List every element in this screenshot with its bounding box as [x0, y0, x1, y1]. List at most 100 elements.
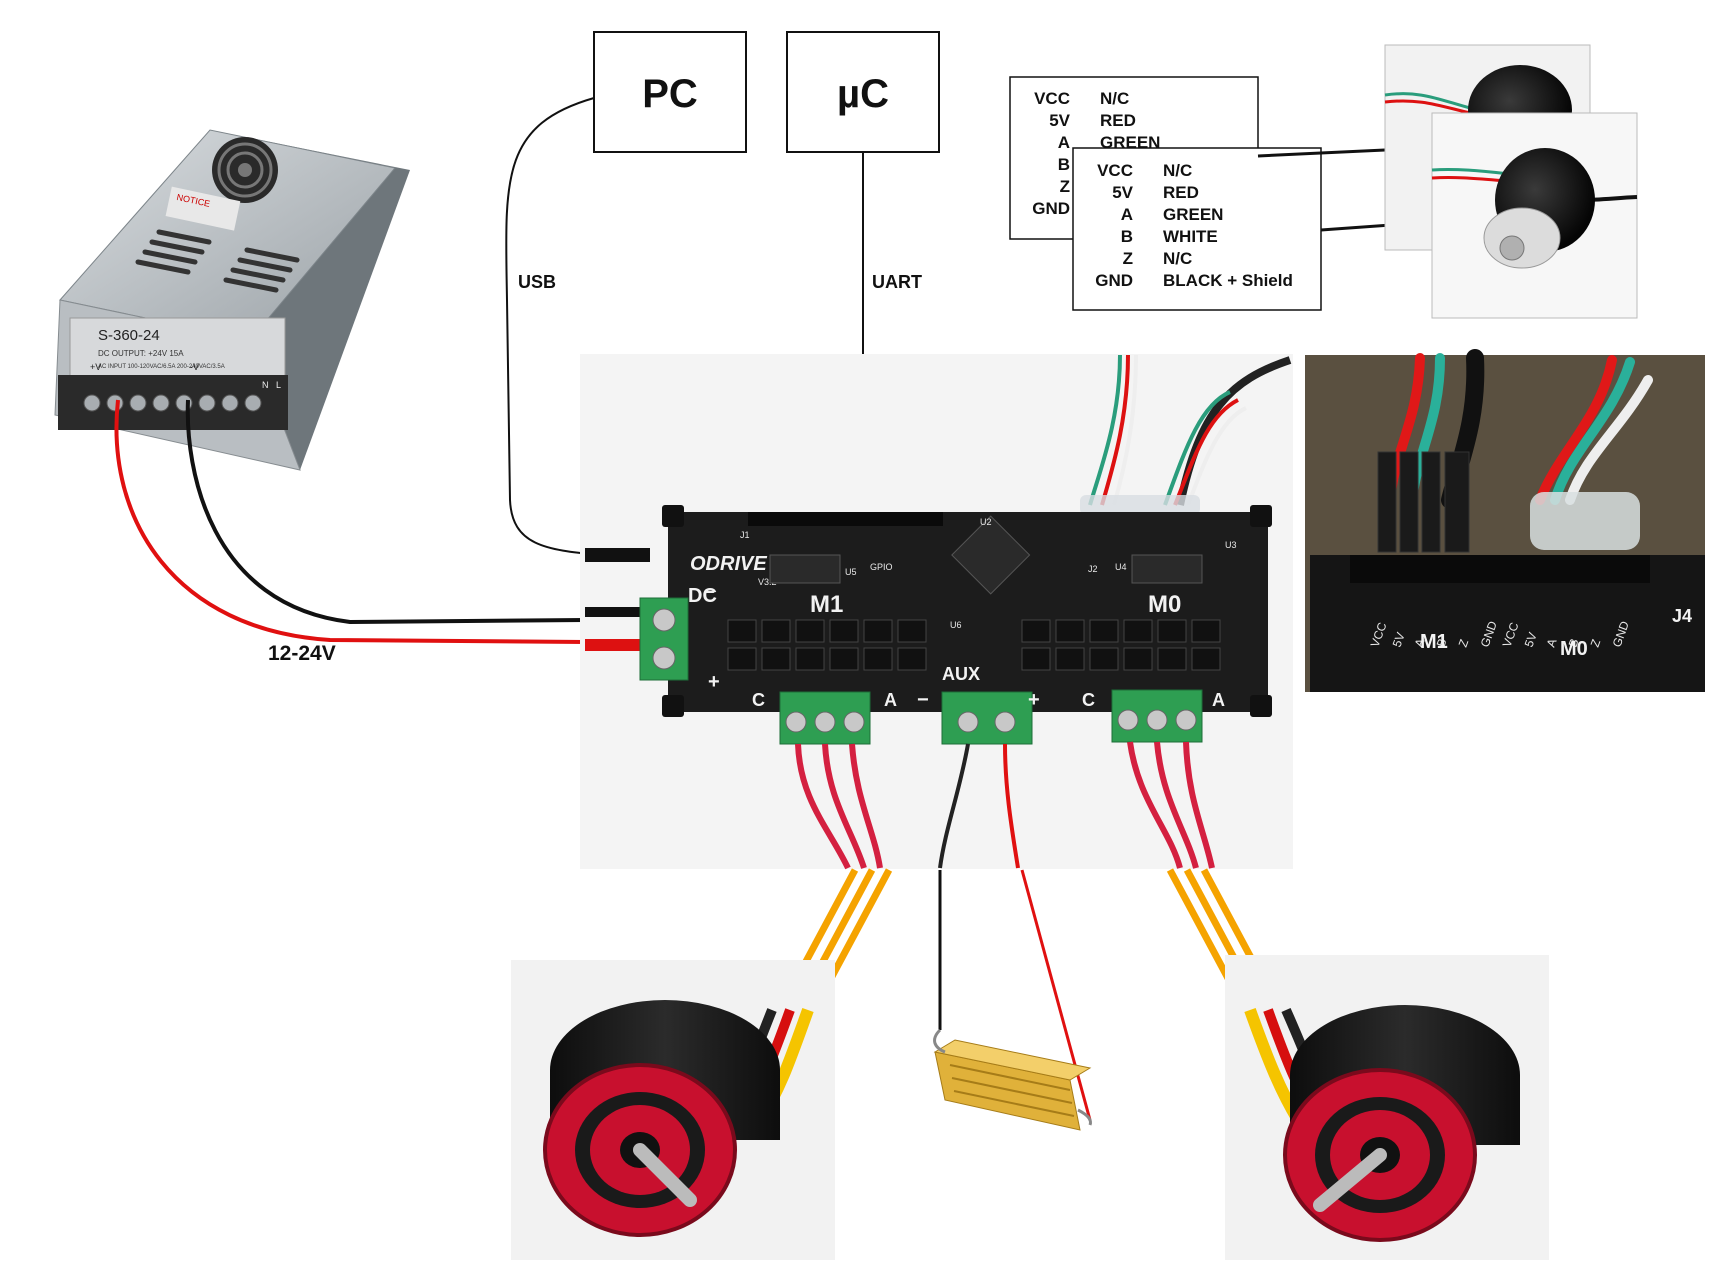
u4-silk: U4	[1115, 562, 1127, 572]
closeup-hot-glue	[1530, 492, 1640, 550]
psu-input-text: AC INPUT 100-120VAC/6.5A 200-240VAC/3.5A	[98, 364, 225, 370]
resistor-fin	[953, 1090, 1075, 1117]
psu-l-terminal: L	[276, 380, 281, 390]
dc-plus-silk: +	[708, 671, 720, 693]
closeup-pin-label: Z	[1456, 637, 1472, 649]
table-back-wire: RED	[1100, 111, 1136, 130]
motor-leads-photo	[795, 741, 1215, 870]
table-front-wire: RED	[1163, 183, 1199, 202]
table-back-pin: GND	[1032, 199, 1070, 218]
psu-minus-v: -V	[190, 362, 199, 372]
aux-black-lead-photo	[938, 743, 970, 869]
table-front-pin: GND	[1095, 271, 1133, 290]
aux-terminal	[941, 691, 1033, 745]
psu-notice-sticker	[165, 186, 241, 231]
m1-phase-terminal	[779, 691, 871, 745]
table-back-wire: N/C	[1100, 89, 1129, 108]
power-supply: NOTICE S-360-24 DC OUTPUT: +24V 15A AC I…	[54, 129, 410, 471]
closeup-header	[1350, 555, 1650, 583]
encoder-table-front: VCC N/C 5V RED A GREEN B WHITE Z N/C GND…	[1072, 147, 1322, 311]
encoder-back-wire-red	[1384, 99, 1471, 115]
brushless-motor-icon	[543, 1000, 780, 1237]
encoder-mount-plate	[1483, 207, 1561, 269]
psu-vents	[135, 229, 300, 293]
m0-phase-terminal	[1111, 689, 1203, 743]
aux-minus-silk: −	[917, 689, 929, 711]
encoder-table-front-box	[1072, 147, 1322, 311]
u6-silk: U6	[950, 620, 962, 630]
table-back-pin: 5V	[1049, 111, 1070, 130]
m0-phase-c: C	[1082, 690, 1095, 710]
odrive-board-photo: GPIO J1 ODRIVE V3.2 M1 M0 DC AUX U5 U4 U…	[580, 354, 1293, 870]
aux-red-lead-photo	[1003, 743, 1020, 869]
u2-silk: U2	[980, 517, 992, 527]
closeup-dupont-plugs	[1377, 451, 1470, 553]
resistor-top	[933, 1039, 1092, 1081]
u4-chip	[1131, 554, 1203, 584]
aux-red-wire	[1020, 869, 1092, 1121]
table-front-wire: GREEN	[1163, 205, 1223, 224]
psu-label-plate	[69, 317, 286, 377]
brake-resistor-icon	[933, 1028, 1092, 1131]
odrive-version-text: V3.2	[758, 577, 777, 587]
table-front-pin: B	[1121, 227, 1133, 246]
power-wire-positive	[114, 399, 586, 644]
pc-block: PC	[593, 31, 747, 153]
m0-phase-a: A	[1212, 690, 1225, 710]
table-front-wire: WHITE	[1163, 227, 1218, 246]
table-front-wire: N/C	[1163, 161, 1192, 180]
aux-silk: AUX	[942, 664, 980, 684]
table-back-pin: B	[1058, 155, 1070, 174]
m0-motor-photo	[1225, 955, 1549, 1260]
uc-box	[786, 31, 940, 153]
table-front-pin: 5V	[1112, 183, 1133, 202]
table-front-wire: N/C	[1163, 249, 1192, 268]
closeup-pin-label: 5V	[1390, 630, 1408, 649]
resistor-fin	[951, 1077, 1073, 1104]
encoder-back-connector-line	[1257, 148, 1386, 158]
m1-silk: M1	[810, 591, 843, 618]
closeup-photo: VCC 5V A B Z GND VCC 5V A B Z GND M1 M0 …	[1305, 349, 1705, 692]
u3-silk: U3	[1225, 540, 1237, 550]
psu-plus-v: +V	[90, 362, 101, 372]
m1-phase-c: C	[752, 690, 765, 710]
closeup-m0-label: M0	[1560, 638, 1588, 660]
m1-motor-photo	[511, 960, 835, 1260]
hot-glue-blob	[1080, 495, 1200, 515]
encoder-back-wire-green	[1384, 92, 1471, 110]
usb-cable	[505, 97, 601, 556]
dc-terminal	[639, 597, 689, 681]
standoffs	[662, 505, 1272, 717]
pc-label: PC	[642, 72, 698, 116]
mosfet-array	[727, 619, 1221, 671]
uart-label: UART	[872, 272, 922, 292]
closeup-pin-label: Z	[1588, 637, 1604, 649]
j2-silk: J2	[1088, 564, 1098, 574]
aux-plus-silk: +	[1028, 689, 1040, 711]
table-front-pin: VCC	[1097, 161, 1133, 180]
j1-silk: J1	[740, 530, 750, 540]
dc-silk: DC	[688, 585, 717, 607]
dc-minus-silk: −	[704, 582, 715, 602]
table-back-pin: VCC	[1034, 89, 1070, 108]
brushless-motor-icon	[1283, 1005, 1520, 1242]
uc-block: µC	[786, 31, 940, 153]
table-back-pin: A	[1058, 133, 1070, 152]
encoder-wires-photo	[1088, 354, 1292, 506]
u2-mcu	[951, 515, 1031, 595]
resistor-fin	[949, 1064, 1071, 1091]
power-voltage-label: 12-24V	[268, 642, 336, 665]
encoder-photo-front	[1431, 112, 1638, 319]
m1-phase-a: A	[884, 690, 897, 710]
closeup-m1-label: M1	[1420, 631, 1448, 653]
gpio-header	[748, 512, 943, 526]
pc-box	[593, 31, 747, 153]
resistor-lead-left	[933, 1028, 946, 1054]
uc-label: µC	[837, 72, 889, 116]
m0-silk: M0	[1148, 591, 1181, 618]
u5-chip	[769, 554, 841, 584]
psu-output-text: DC OUTPUT: +24V 15A	[98, 349, 184, 358]
psu-n-terminal: N	[262, 380, 269, 390]
power-wire-negative	[185, 399, 586, 625]
